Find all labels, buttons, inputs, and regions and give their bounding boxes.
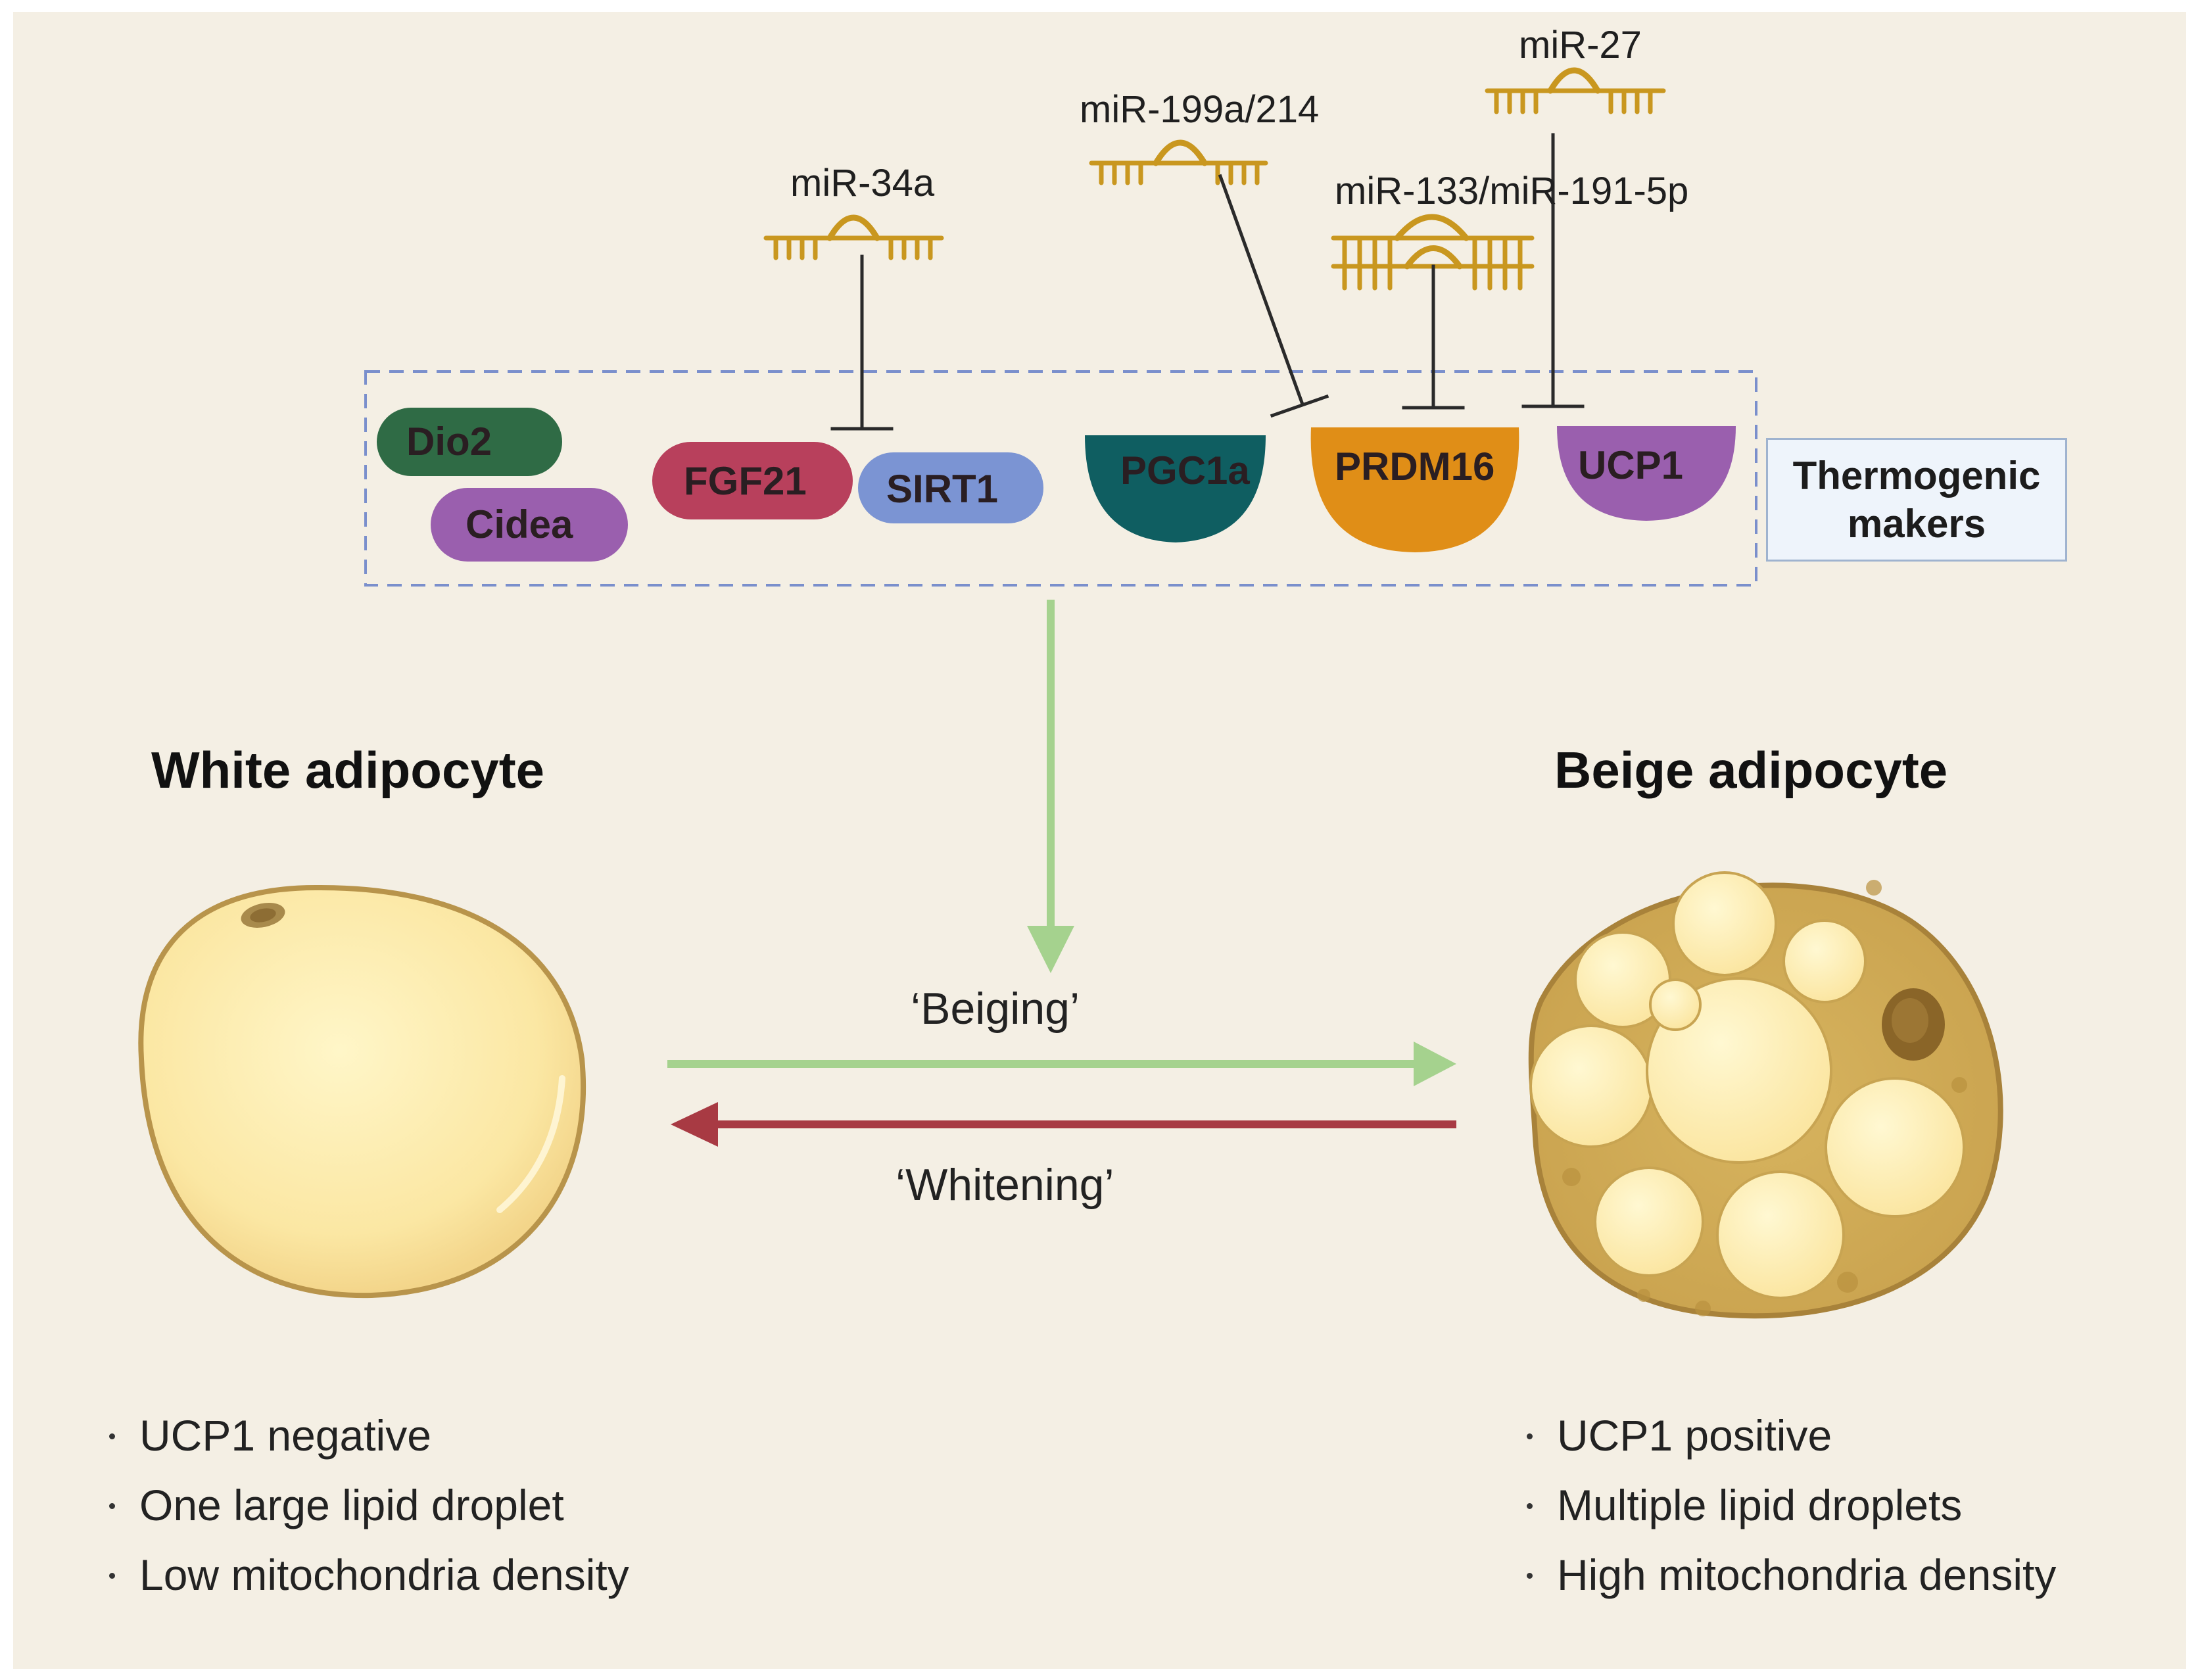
beiging-arrow — [667, 1042, 1456, 1086]
thermogenic-makers-legend: Thermogenic makers — [1766, 438, 2067, 562]
list-item: UCP1 positive — [1517, 1401, 2056, 1470]
fgf21-shape — [652, 442, 853, 519]
inhibition-lines — [830, 133, 1585, 431]
prdm16-shape — [1310, 427, 1519, 552]
beige-adipocyte-cell — [1528, 871, 2003, 1319]
protein-label-cidea: Cidea — [466, 502, 573, 546]
mirna-label-27: miR-27 — [1519, 24, 1642, 66]
mirna-199a-icon — [1089, 139, 1268, 185]
downward-arrow — [1027, 600, 1074, 973]
list-item: Low mitochondria density — [100, 1540, 629, 1610]
list-item: UCP1 negative — [100, 1401, 629, 1470]
mirna-label-34a: miR-34a — [790, 162, 935, 204]
white-adipocyte-title: White adipocyte — [151, 741, 545, 799]
beiging-label: ‘Beiging’ — [911, 984, 1080, 1034]
list-item: Multiple lipid droplets — [1517, 1470, 2056, 1540]
protein-label-pgc1a: PGC1a — [1120, 448, 1250, 492]
beige-adipocyte-features: UCP1 positive Multiple lipid droplets Hi… — [1517, 1401, 2056, 1610]
thermogenic-marker-box — [364, 370, 1757, 587]
protein-label-fgf21: FGF21 — [684, 459, 807, 503]
legend-text: Thermogenic makers — [1792, 453, 2041, 546]
beige-adipocyte-title: Beige adipocyte — [1554, 741, 1948, 799]
whitening-label: ‘Whitening’ — [896, 1160, 1114, 1210]
pgc1a-shape — [1085, 435, 1266, 542]
protein-label-sirt1: SIRT1 — [886, 467, 999, 511]
ucp1-shape — [1557, 426, 1736, 521]
figure-panel — [13, 12, 2186, 1669]
protein-label-dio2: Dio2 — [406, 420, 492, 464]
whitening-arrow — [671, 1102, 1456, 1147]
mirna-label-133: miR-133/miR-191-5p — [1335, 170, 1689, 212]
sirt1-shape — [858, 452, 1043, 523]
white-adipocyte-cell — [138, 884, 586, 1299]
mirna-label-199a: miR-199a/214 — [1080, 88, 1320, 131]
cidea-shape — [431, 488, 628, 562]
protein-label-prdm16: PRDM16 — [1335, 444, 1495, 489]
mirna-133-icon — [1331, 214, 1535, 291]
dio2-shape — [377, 408, 562, 476]
white-adipocyte-features: UCP1 negative One large lipid droplet Lo… — [100, 1401, 629, 1610]
protein-label-ucp1: UCP1 — [1578, 443, 1684, 487]
mirna-27-icon — [1485, 67, 1666, 114]
list-item: One large lipid droplet — [100, 1470, 629, 1540]
list-item: High mitochondria density — [1517, 1540, 2056, 1610]
mirna-34a-icon — [763, 214, 944, 260]
